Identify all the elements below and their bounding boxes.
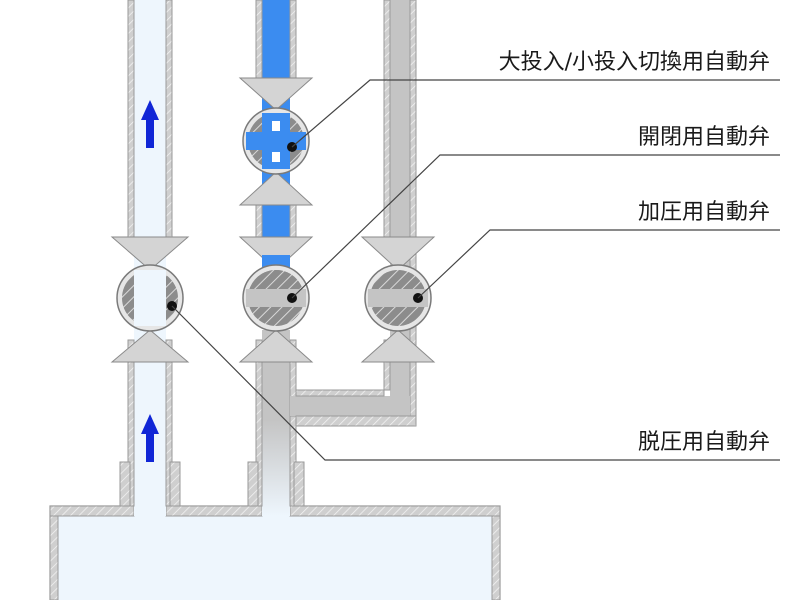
label-open-close-valve: 開閉用自動弁 <box>637 125 770 150</box>
leader-line-switch-valve <box>291 79 780 148</box>
leader-line-open-close-valve <box>291 154 780 299</box>
leader-line-pressurize-valve <box>417 229 780 299</box>
valve-large-small-switch <box>238 77 314 206</box>
leader-line-depressurize-valve <box>171 305 780 461</box>
valve-open-close <box>238 236 314 363</box>
label-depressurize-valve: 脱圧用自動弁 <box>637 430 770 455</box>
flow-arrow-up-icon <box>141 414 159 462</box>
label-pressurize-valve: 加圧用自動弁 <box>637 200 770 225</box>
valve-depressurize <box>110 236 190 363</box>
flow-arrow-up-icon <box>141 100 159 148</box>
valve-pressurize <box>360 236 436 363</box>
tank <box>49 505 501 600</box>
label-large-small-switch-valve: 大投入/小投入切換用自動弁 <box>498 50 770 75</box>
